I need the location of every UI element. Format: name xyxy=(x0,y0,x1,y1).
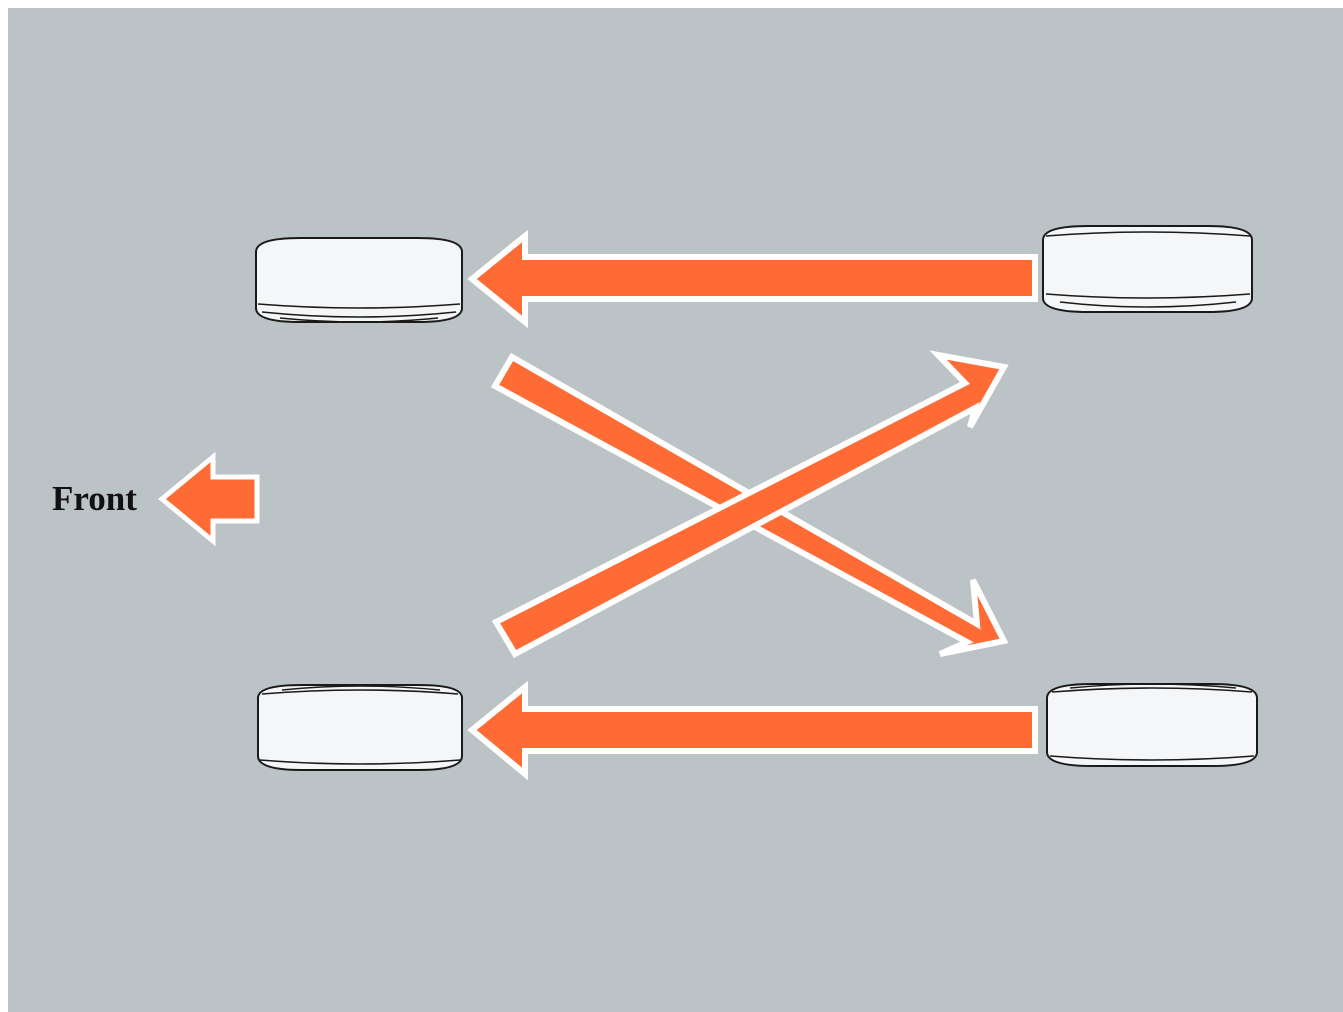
front-label: Front xyxy=(52,479,137,518)
front-right-tire xyxy=(1042,225,1253,313)
rear-right-to-front-right-arrow xyxy=(467,680,1038,781)
front-arrow-icon xyxy=(158,451,260,547)
front-left-tire xyxy=(255,237,463,323)
front-right-to-rear-left-arrow xyxy=(491,350,1009,658)
rear-right-tire xyxy=(1046,683,1258,767)
rear-left-tire xyxy=(257,684,463,771)
rear-left-to-front-left-arrow xyxy=(467,229,1038,329)
front-indicator: Front xyxy=(52,451,260,547)
